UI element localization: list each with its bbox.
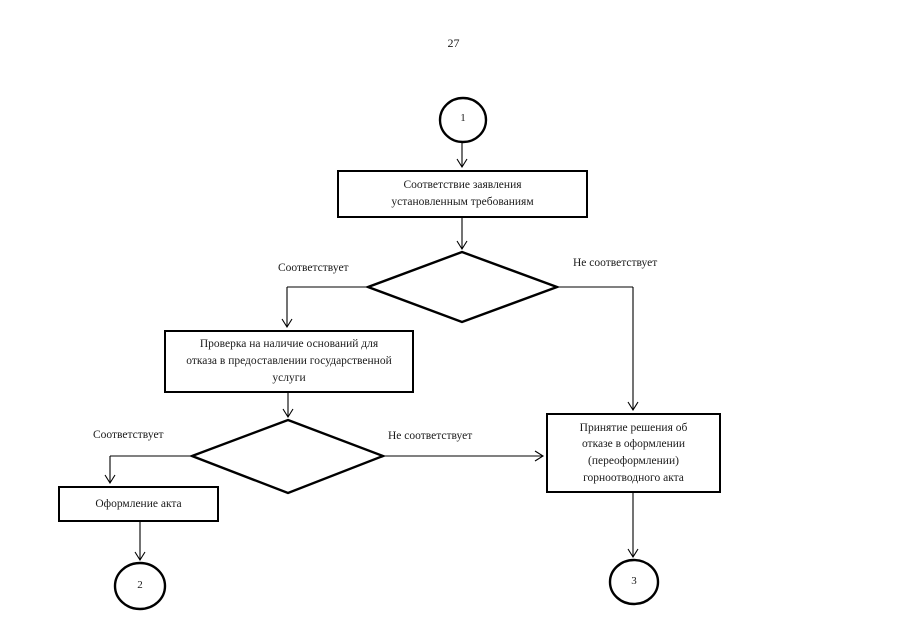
decision1-yes-label: Соответствует [278,262,349,274]
start-circle [438,96,488,144]
end-circle-left [113,561,167,611]
box-refusal-decision: Принятие решения об отказе в оформлении … [546,413,721,493]
decision2-grounds-diamond [188,418,387,495]
box-grounds-check: Проверка на наличие оснований для отказа… [164,330,414,393]
decision2-no-label: Не соответствует [388,430,473,442]
decision2-yes-label: Соответствует [93,429,164,441]
end-circle-left-label: 2 [137,579,143,591]
box-compliance-check: Соответствие заявления установленным тре… [337,170,588,218]
box-act-registration-label: Оформление акта [95,497,182,510]
end-circle-right [608,558,660,606]
decision1-compliance-diamond [364,250,561,324]
box-act-registration: Оформление акта [58,486,219,522]
decision1-no-label: Не соответствует [573,257,658,269]
end-circle-right-label: 3 [631,575,637,587]
start-circle-label: 1 [460,112,466,124]
box-grounds-check-label: Проверка на наличие оснований для отказа… [186,338,392,384]
page-number: 27 [447,36,460,50]
box-refusal-decision-label: Принятие решения об отказе в оформлении … [579,421,688,484]
box-compliance-check-label: Соответствие заявления установленным тре… [391,179,534,208]
